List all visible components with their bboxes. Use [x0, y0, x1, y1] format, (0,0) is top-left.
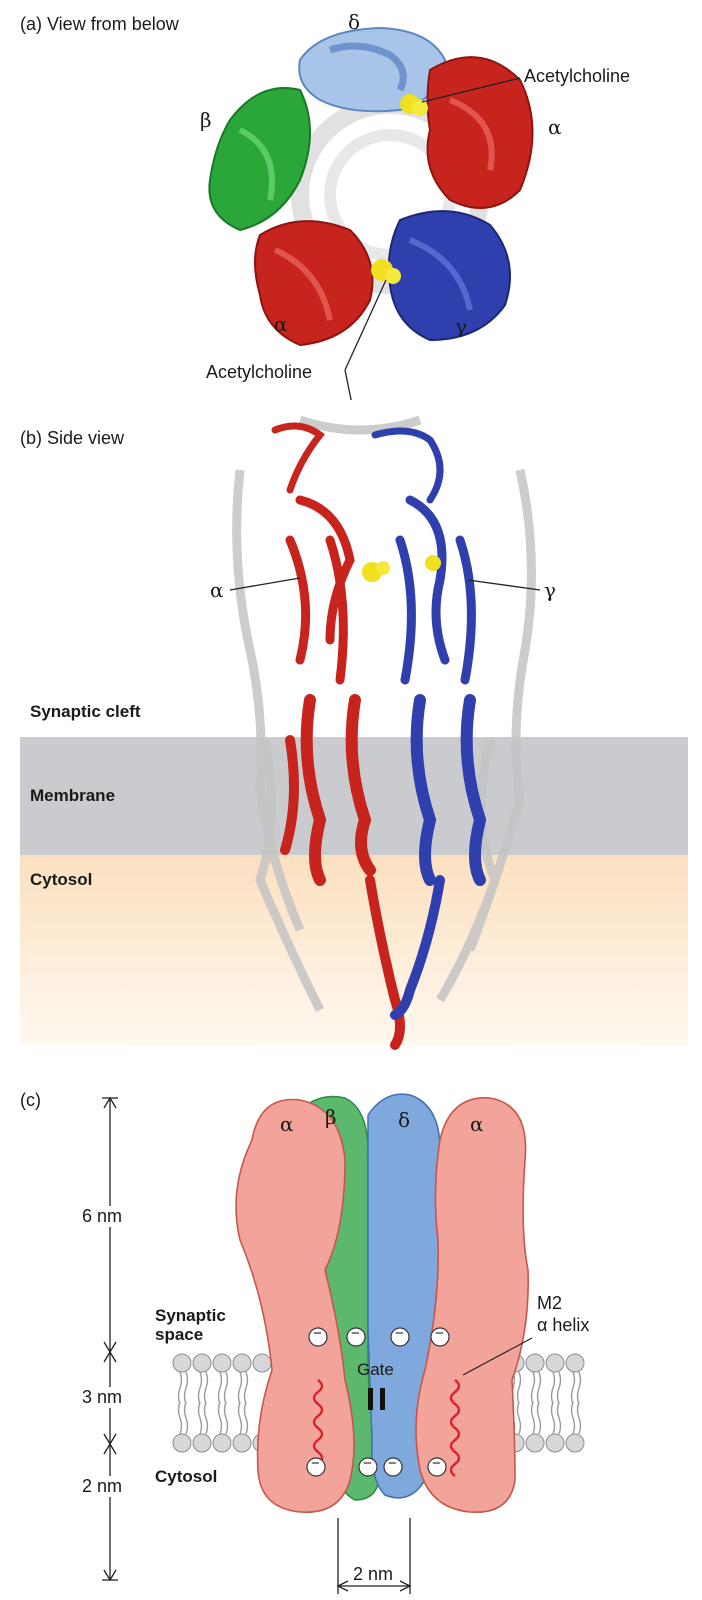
label-membrane: Membrane: [30, 786, 116, 805]
label-c-alpha-right: α: [470, 1112, 484, 1136]
label-c-beta: β: [325, 1105, 337, 1129]
label-cytosol-b: Cytosol: [30, 870, 93, 889]
panel-a-label: (a) View from below: [20, 14, 179, 34]
dim-2nm-horizontal: 2 nm: [353, 1564, 394, 1584]
charge-7: −: [388, 1455, 397, 1472]
charge-2: −: [351, 1325, 360, 1342]
cytosol-band: [20, 855, 688, 1045]
dim-6nm: 6 nm: [82, 1206, 123, 1227]
label-synaptic-space-2: space: [155, 1325, 204, 1344]
charge-1: −: [313, 1325, 322, 1342]
acetylcholine-top: [400, 94, 428, 116]
label-gate: Gate: [357, 1360, 394, 1379]
label-c-delta: δ: [398, 1108, 411, 1132]
acetylcholine-label-bottom: Acetylcholine: [206, 362, 313, 382]
label-alpha-top: α: [548, 115, 562, 139]
dim-3nm: 3 nm: [82, 1387, 123, 1408]
gamma-subunit-side: [371, 427, 487, 1020]
panel-b-structure: [20, 415, 688, 1050]
acetylcholine-label-top: Acetylcholine: [524, 66, 631, 86]
charge-4: −: [435, 1325, 444, 1342]
m2-helix-right: [449, 1379, 461, 1477]
label-beta: β: [200, 108, 212, 132]
width-scale: [336, 1518, 412, 1594]
panel-a-structure: [208, 26, 534, 400]
alpha-left-c: [235, 1098, 355, 1513]
charge-6: −: [363, 1455, 372, 1472]
panel-c-label: (c): [20, 1090, 41, 1110]
label-alpha-bottom: α: [274, 312, 288, 336]
label-delta: δ: [348, 10, 361, 34]
label-synaptic-space-1: Synaptic: [155, 1306, 226, 1325]
charge-3: −: [395, 1325, 404, 1342]
label-gamma: γ: [455, 314, 467, 338]
charge-circles: [306, 1327, 450, 1477]
label-c-alpha-left: α: [280, 1112, 294, 1136]
label-gamma-side: γ: [544, 578, 556, 602]
label-cytosol-c: Cytosol: [155, 1467, 218, 1486]
gate-bar-left: [368, 1388, 373, 1410]
label-alpha-helix: α helix: [537, 1315, 590, 1335]
panel-b-label: (b) Side view: [20, 428, 125, 448]
alpha-right-c: [415, 1097, 529, 1513]
label-alpha-side: α: [210, 578, 224, 602]
background-subunits: [232, 415, 536, 1013]
charge-8: −: [432, 1455, 441, 1472]
gate-bar-right: [380, 1388, 385, 1410]
acetylcholine-bottom: [371, 259, 401, 284]
label-synaptic-cleft: Synaptic cleft: [30, 702, 141, 721]
label-m2: M2: [537, 1293, 563, 1313]
acetylcholine-side: [362, 555, 441, 582]
dim-2nm-vertical: 2 nm: [82, 1476, 123, 1497]
beta-subunit: [208, 87, 311, 232]
charge-5: −: [311, 1455, 320, 1472]
alpha-subunit-side: [271, 422, 405, 1050]
dimension-scale: [102, 1096, 118, 1582]
